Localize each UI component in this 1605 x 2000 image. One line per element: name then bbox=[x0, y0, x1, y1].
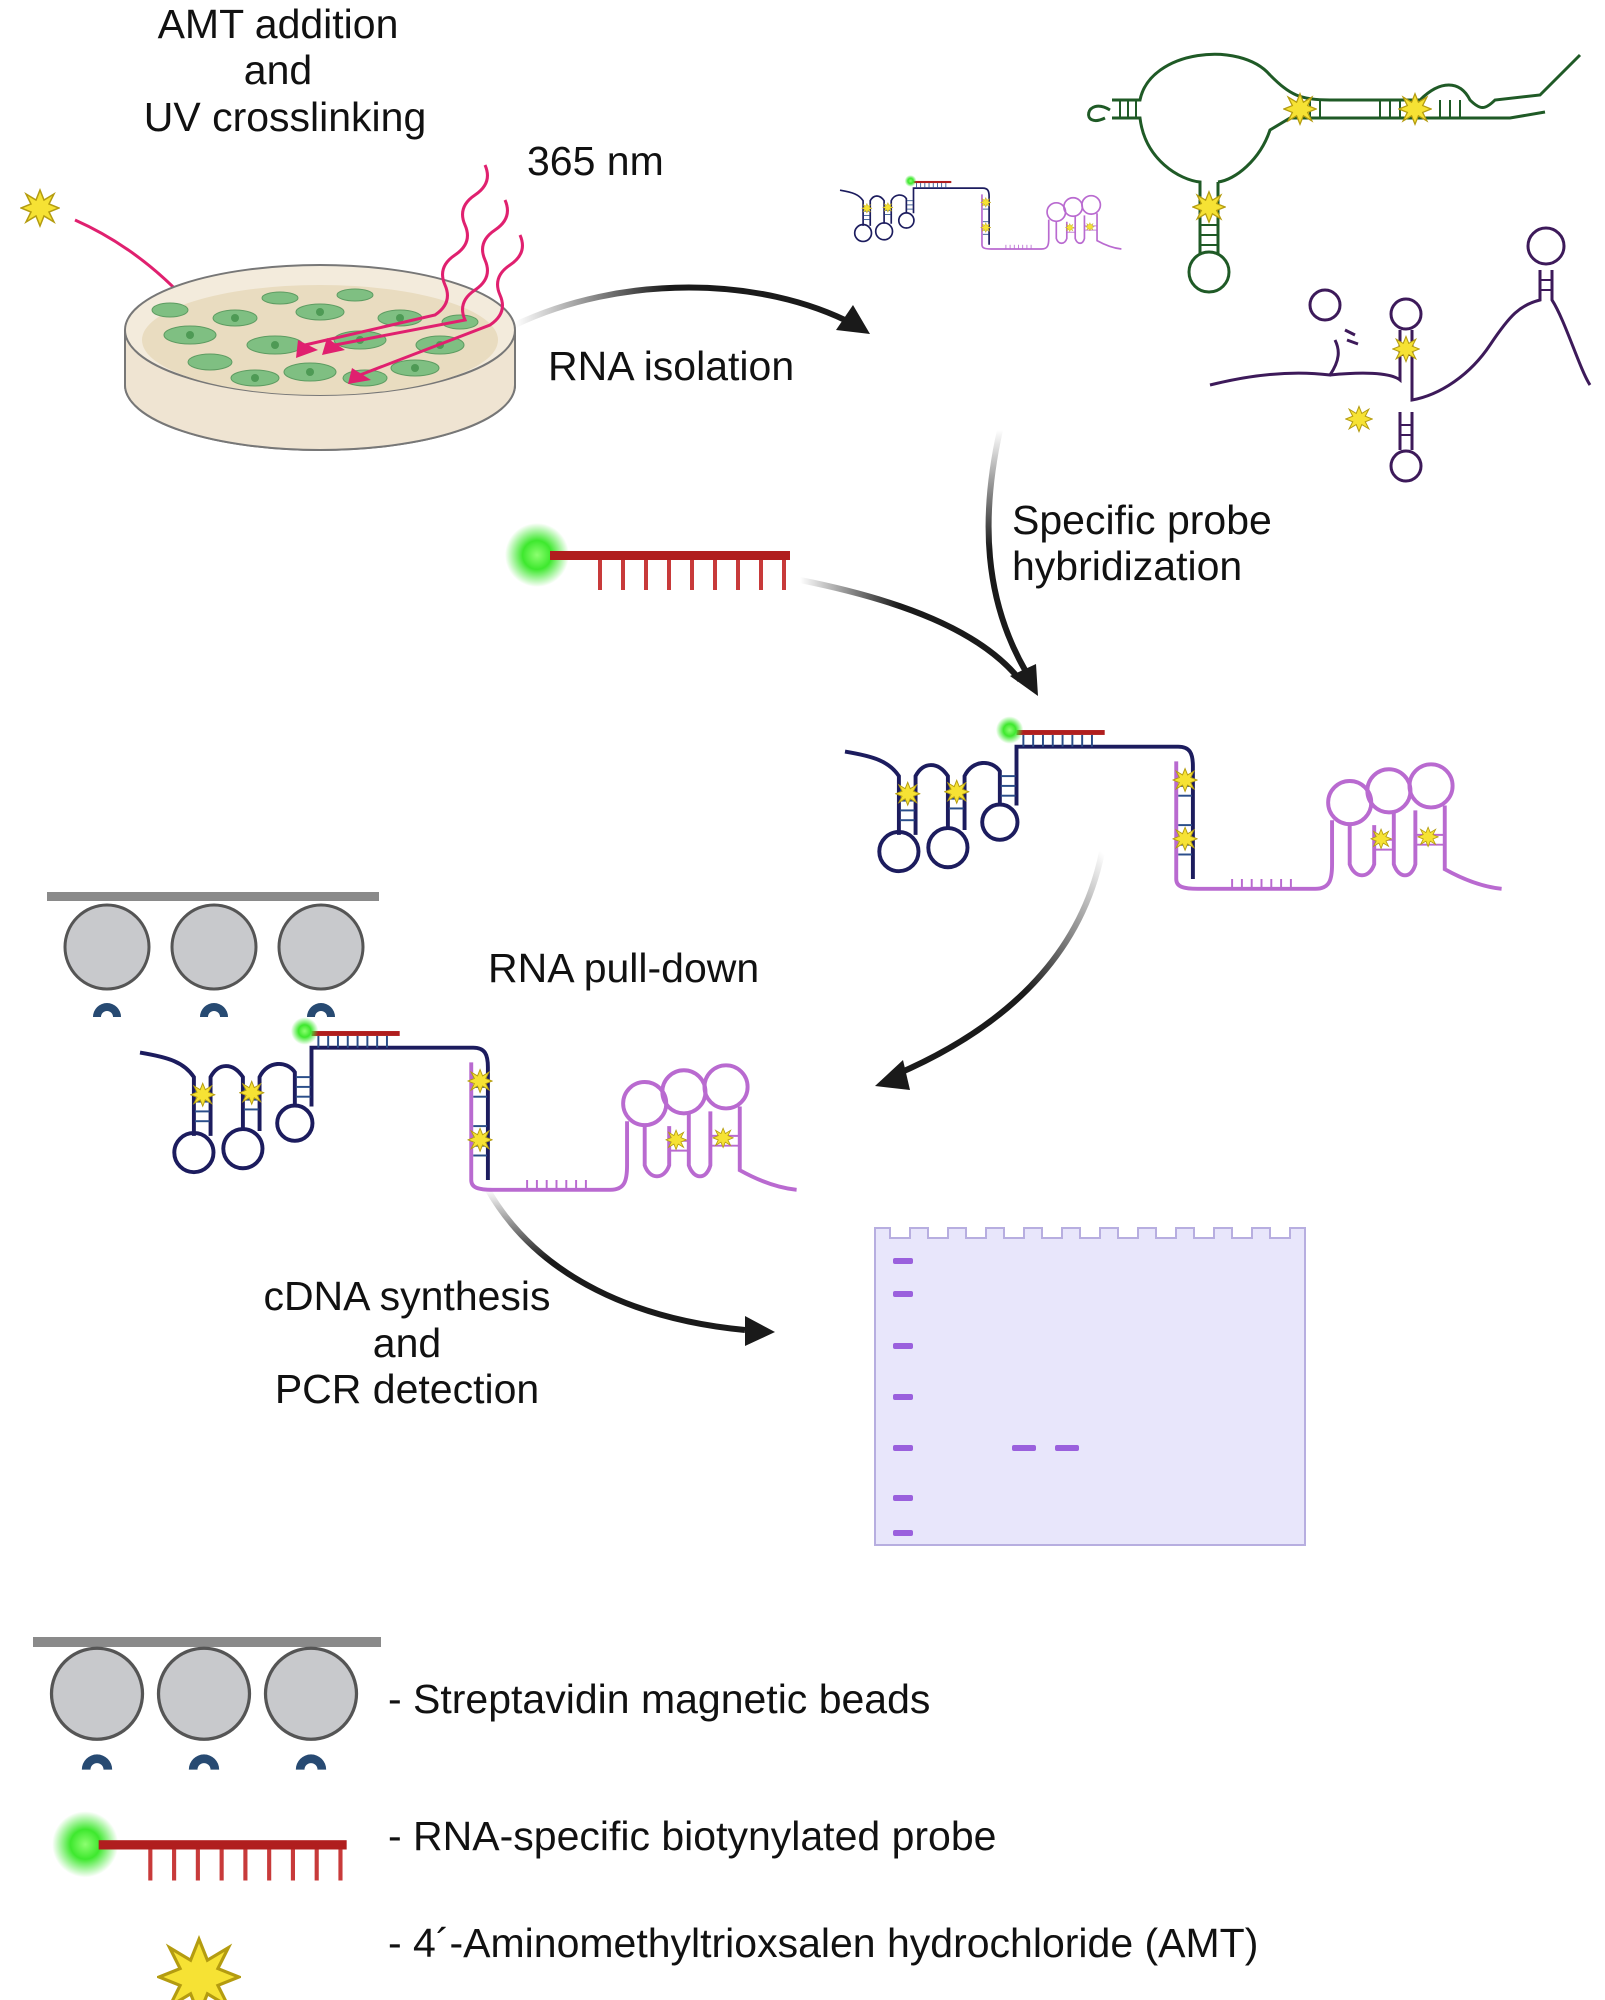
petri-dish-icon bbox=[124, 264, 516, 451]
svg-text:PCR detection: PCR detection bbox=[275, 1366, 539, 1412]
legend-beads-icon bbox=[33, 1637, 381, 1772]
legend-probe-icon bbox=[52, 1811, 347, 1880]
svg-text:hybridization: hybridization bbox=[1012, 543, 1242, 589]
gel-icon bbox=[874, 1227, 1306, 1546]
legend-amt-label: - 4´-Aminomethyltrioxsalen hydrochloride… bbox=[388, 1920, 1258, 1966]
isolated-rna-small bbox=[840, 175, 1121, 249]
svg-text:UV crosslinking: UV crosslinking bbox=[144, 94, 427, 140]
legend-beads-label: - Streptavidin magnetic beads bbox=[388, 1676, 930, 1722]
step-pcr-label: cDNA synthesis and PCR detection bbox=[263, 1273, 550, 1412]
uv-light-arrows bbox=[304, 164, 524, 377]
svg-text:Specific probe: Specific probe bbox=[1012, 497, 1272, 543]
step-rna-isolation-label: RNA isolation bbox=[548, 343, 794, 389]
svg-text:and: and bbox=[244, 47, 312, 93]
legend-probe-label: - RNA-specific biotynylated probe bbox=[388, 1813, 996, 1859]
svg-text:and: and bbox=[373, 1320, 441, 1366]
amt-icon bbox=[20, 189, 60, 227]
captured-rna-complex bbox=[140, 1017, 797, 1189]
arrow-probe-to-complex bbox=[799, 577, 1023, 682]
arrow-pcr bbox=[485, 1188, 746, 1333]
step-hybridization-label: Specific probe hybridization bbox=[1012, 497, 1272, 589]
hybridized-rna-complex bbox=[845, 716, 1502, 888]
isolated-rna-purple bbox=[1209, 226, 1592, 483]
arrow-rna-isolation bbox=[513, 284, 857, 328]
legend-amt-icon bbox=[157, 1937, 241, 2000]
svg-text:AMT addition: AMT addition bbox=[158, 1, 399, 47]
legend: - Streptavidin magnetic beads - RNA-spec… bbox=[33, 1637, 1258, 2000]
step-pulldown-label: RNA pull-down bbox=[488, 945, 759, 991]
probe-icon bbox=[505, 521, 792, 592]
beads-pulldown bbox=[47, 892, 379, 1019]
step-amt-label: AMT addition and UV crosslinking bbox=[144, 1, 427, 140]
uv-wavelength-label: 365 nm bbox=[527, 138, 664, 184]
svg-text:cDNA synthesis: cDNA synthesis bbox=[263, 1273, 550, 1319]
arrow-isolation-to-complex bbox=[985, 429, 1028, 672]
isolated-rna-green bbox=[1087, 52, 1582, 294]
arrow-pulldown bbox=[893, 851, 1105, 1078]
